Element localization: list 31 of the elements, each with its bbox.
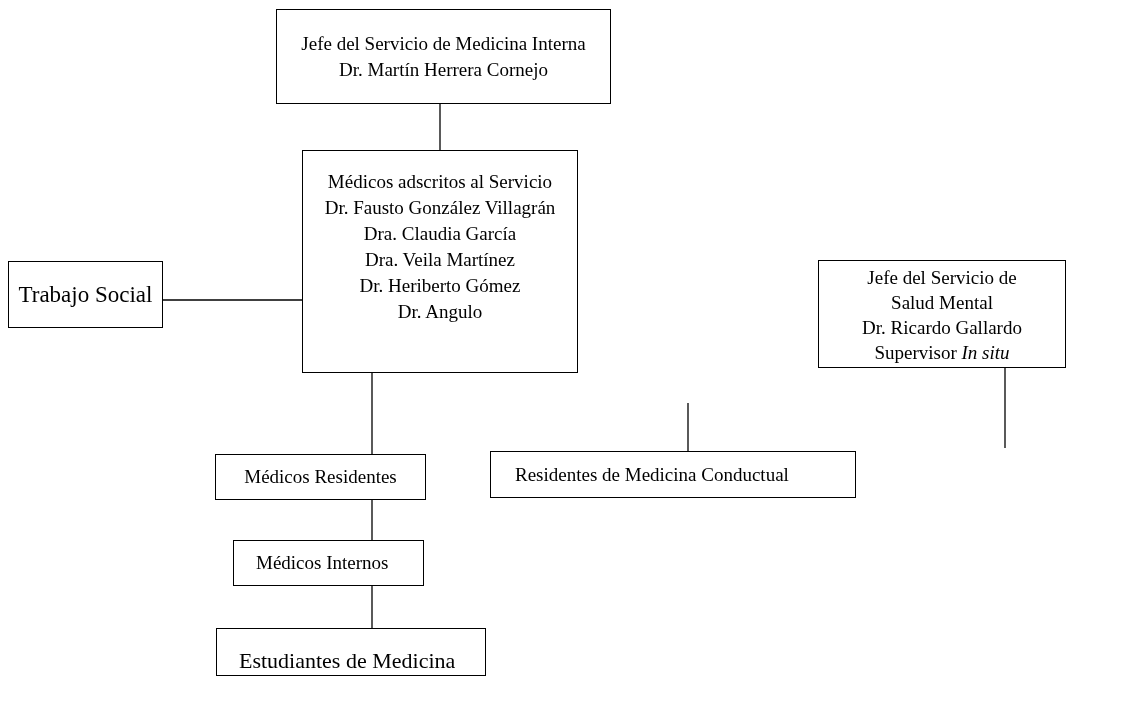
box-text: Dr. Martín Herrera Cornejo [339,57,548,82]
org-box [8,261,163,328]
org-box [490,451,856,498]
box-text: Dr. Ricardo Gallardo [862,316,1022,340]
connector-line [162,299,303,301]
box-text: Dra. Veila Martínez [365,248,515,272]
box-text: Médicos Residentes [244,465,397,489]
box-text: Residentes de Medicina Conductual [515,462,789,487]
box-text: Estudiantes de Medicina [239,647,456,675]
box-text: Dra. Claudia García [363,222,517,246]
connector-line [371,585,373,629]
box-text: Jefe del Servicio de Salud Mental [866,266,1018,315]
connector-line [1004,367,1006,449]
box-text: Dr. Heriberto Gómez [359,274,521,298]
connector-line [687,402,689,452]
connector-line [371,372,373,455]
box-text: Médicos Internos [256,551,389,575]
box-text: Dr. Angulo [397,300,483,324]
box-text: Médicos adscritos al Servicio [327,170,553,194]
org-box [302,150,578,373]
org-box [216,628,486,676]
connector-line [439,103,441,151]
box-text: Jefe del Servicio de Medicina Interna [301,31,586,56]
box-text: Trabajo Social [18,280,153,309]
org-box [233,540,424,586]
org-box [215,454,426,500]
org-box [818,260,1066,368]
org-box [276,9,611,104]
box-text: Supervisor In situ [874,341,1010,365]
box-text: Dr. Fausto González Villagrán [324,196,556,220]
connector-line [371,499,373,541]
